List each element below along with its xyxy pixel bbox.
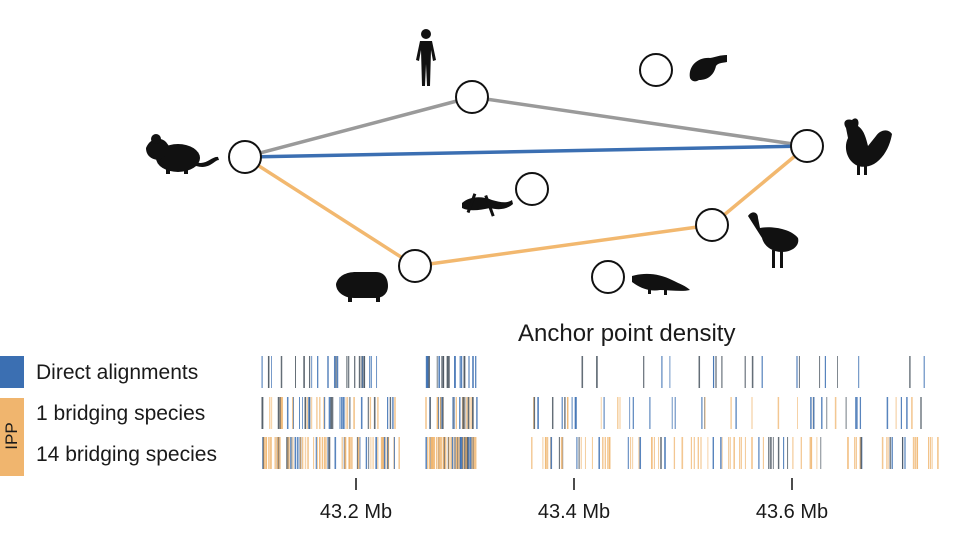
axis-tick-label-43-2: 43.2 Mb (319, 501, 393, 523)
node-lizard (515, 172, 549, 206)
row-label-direct: Direct alignments (36, 361, 199, 384)
node-emu (695, 208, 729, 242)
ipp-swatch (0, 398, 24, 476)
axis-tick-label-43-6: 43.6 Mb (755, 501, 829, 523)
ipp-label: IPP (2, 422, 21, 450)
direct-swatch (0, 356, 24, 388)
node-chicken (790, 129, 824, 163)
pig-silhouette-icon (336, 272, 388, 302)
mouse-silhouette-icon (146, 134, 219, 174)
node-pig (398, 249, 432, 283)
edge-pig-emu (414, 223, 713, 268)
axis-tick-label-43-4: 43.4 Mb (537, 501, 611, 523)
row-label-14-bridging: 14 bridging species (36, 443, 217, 466)
node-human (455, 80, 489, 114)
edge-mouse-human (244, 95, 473, 159)
emu-silhouette-icon (748, 212, 799, 268)
node-alligator (591, 260, 625, 294)
chicken-silhouette-icon (844, 118, 892, 175)
genome-axis (355, 478, 793, 490)
edge-human-chicken (471, 95, 808, 148)
alligator-silhouette-icon (632, 273, 690, 295)
node-mouse (228, 140, 262, 174)
density-title: Anchor point density (518, 320, 736, 347)
lizard-silhouette-icon (462, 193, 513, 217)
human-silhouette-icon (416, 29, 436, 86)
density-ticks (261, 356, 939, 469)
edge-mouse-chicken-direct (244, 144, 808, 159)
platypus-silhouette-icon (689, 55, 727, 82)
row-label-1-bridging: 1 bridging species (36, 402, 206, 425)
edge-mouse-pig (244, 155, 416, 268)
node-platypus (639, 53, 673, 87)
edge-emu-chicken (710, 144, 809, 227)
